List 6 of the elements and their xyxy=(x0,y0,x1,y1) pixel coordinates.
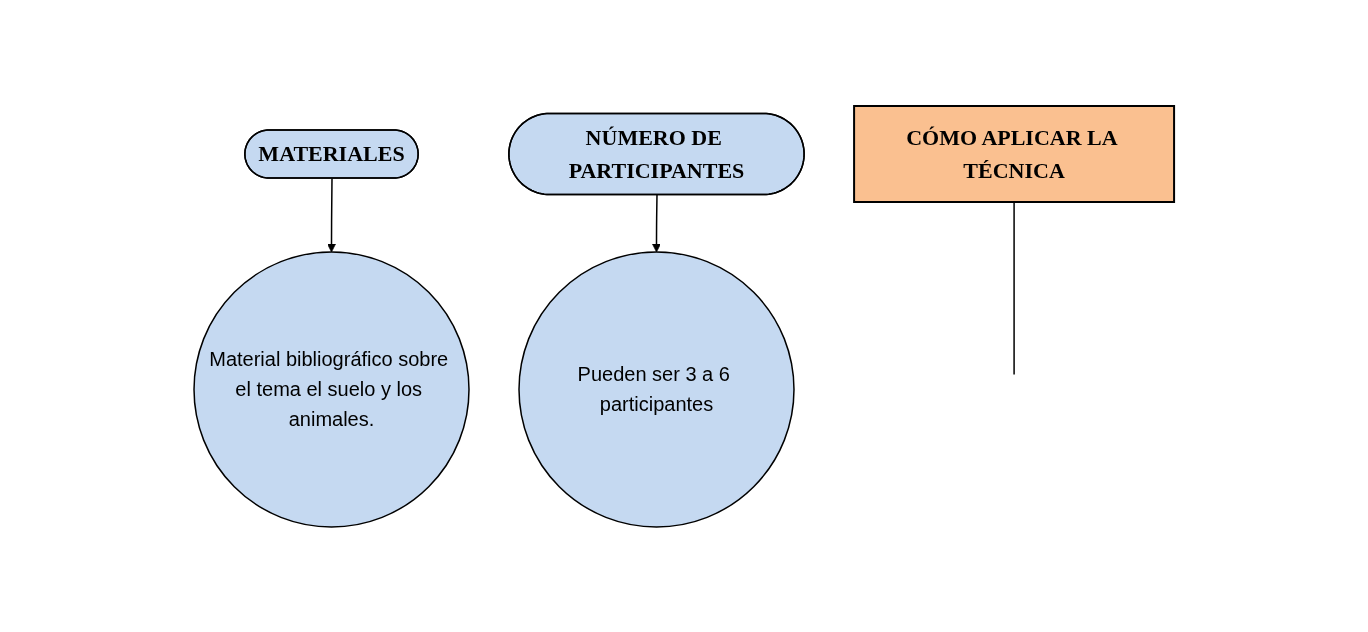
node-circle: Material bibliográfico sobre el tema el suelo y los animales. xyxy=(193,250,470,528)
arrow xyxy=(327,177,336,252)
arrow xyxy=(652,193,661,252)
node-circle: Pueden ser 3 a 6 participantes xyxy=(518,250,795,528)
connector xyxy=(1013,200,1015,375)
node-box: CÓMO APLICAR LA TÉCNICA xyxy=(853,104,1176,203)
